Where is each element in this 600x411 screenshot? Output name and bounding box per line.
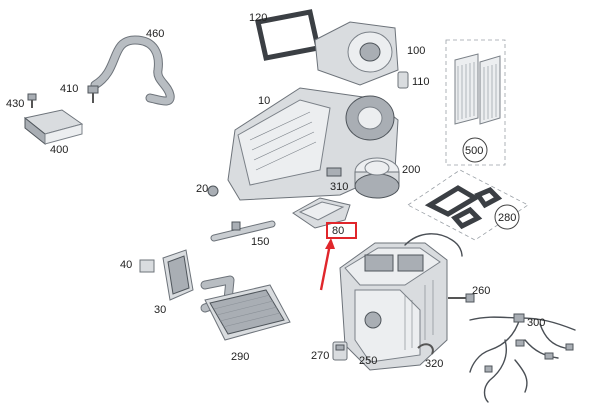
label-280: 280: [498, 212, 516, 224]
part-270-actuator[interactable]: [332, 341, 348, 361]
part-460-hose[interactable]: [90, 35, 175, 106]
label-30: 30: [154, 304, 166, 316]
part-320-clip[interactable]: [417, 343, 434, 355]
part-430-screw[interactable]: [27, 93, 37, 108]
part-300-wiring-harness[interactable]: [469, 313, 576, 403]
label-40: 40: [120, 259, 132, 271]
part-280-gasket-set[interactable]: [407, 169, 529, 241]
label-110: 110: [412, 76, 430, 88]
part-80-flap-cover[interactable]: [292, 197, 351, 229]
label-250: 250: [359, 355, 377, 367]
label-460: 460: [146, 28, 164, 40]
label-80: 80: [332, 225, 344, 237]
label-260: 260: [472, 285, 490, 297]
part-500-filter-set[interactable]: [445, 39, 506, 166]
label-430: 430: [6, 98, 24, 110]
label-500: 500: [465, 145, 483, 157]
label-120: 120: [249, 12, 267, 24]
label-200: 200: [402, 164, 420, 176]
part-260-bolt[interactable]: [448, 293, 475, 303]
part-110-sensor[interactable]: [397, 71, 409, 89]
label-310: 310: [330, 181, 348, 193]
label-410: 410: [60, 83, 78, 95]
label-10: 10: [258, 95, 270, 107]
part-310-fitting[interactable]: [326, 167, 342, 177]
part-20-clip[interactable]: [207, 185, 219, 197]
label-300: 300: [527, 317, 545, 329]
part-40-bracket[interactable]: [139, 259, 155, 273]
part-10-hvac-housing[interactable]: [227, 87, 399, 201]
part-250-hvac-assembly[interactable]: [339, 233, 463, 371]
part-150-pipe[interactable]: [210, 220, 276, 242]
part-400-control-module[interactable]: [23, 109, 84, 146]
highlight-arrow: [319, 238, 335, 291]
part-290-evaporator[interactable]: [200, 275, 291, 341]
part-410-bolt[interactable]: [87, 85, 99, 103]
label-320: 320: [425, 358, 443, 370]
part-100-blower-housing[interactable]: [314, 21, 399, 86]
label-400: 400: [50, 144, 68, 156]
label-150: 150: [251, 236, 269, 248]
label-100: 100: [407, 45, 425, 57]
part-30-heater-core[interactable]: [162, 249, 194, 301]
label-290: 290: [231, 351, 249, 363]
label-20: 20: [196, 183, 208, 195]
label-270: 270: [311, 350, 329, 362]
part-200-blower-motor[interactable]: [354, 157, 400, 199]
highlight-box-80: [326, 222, 357, 239]
